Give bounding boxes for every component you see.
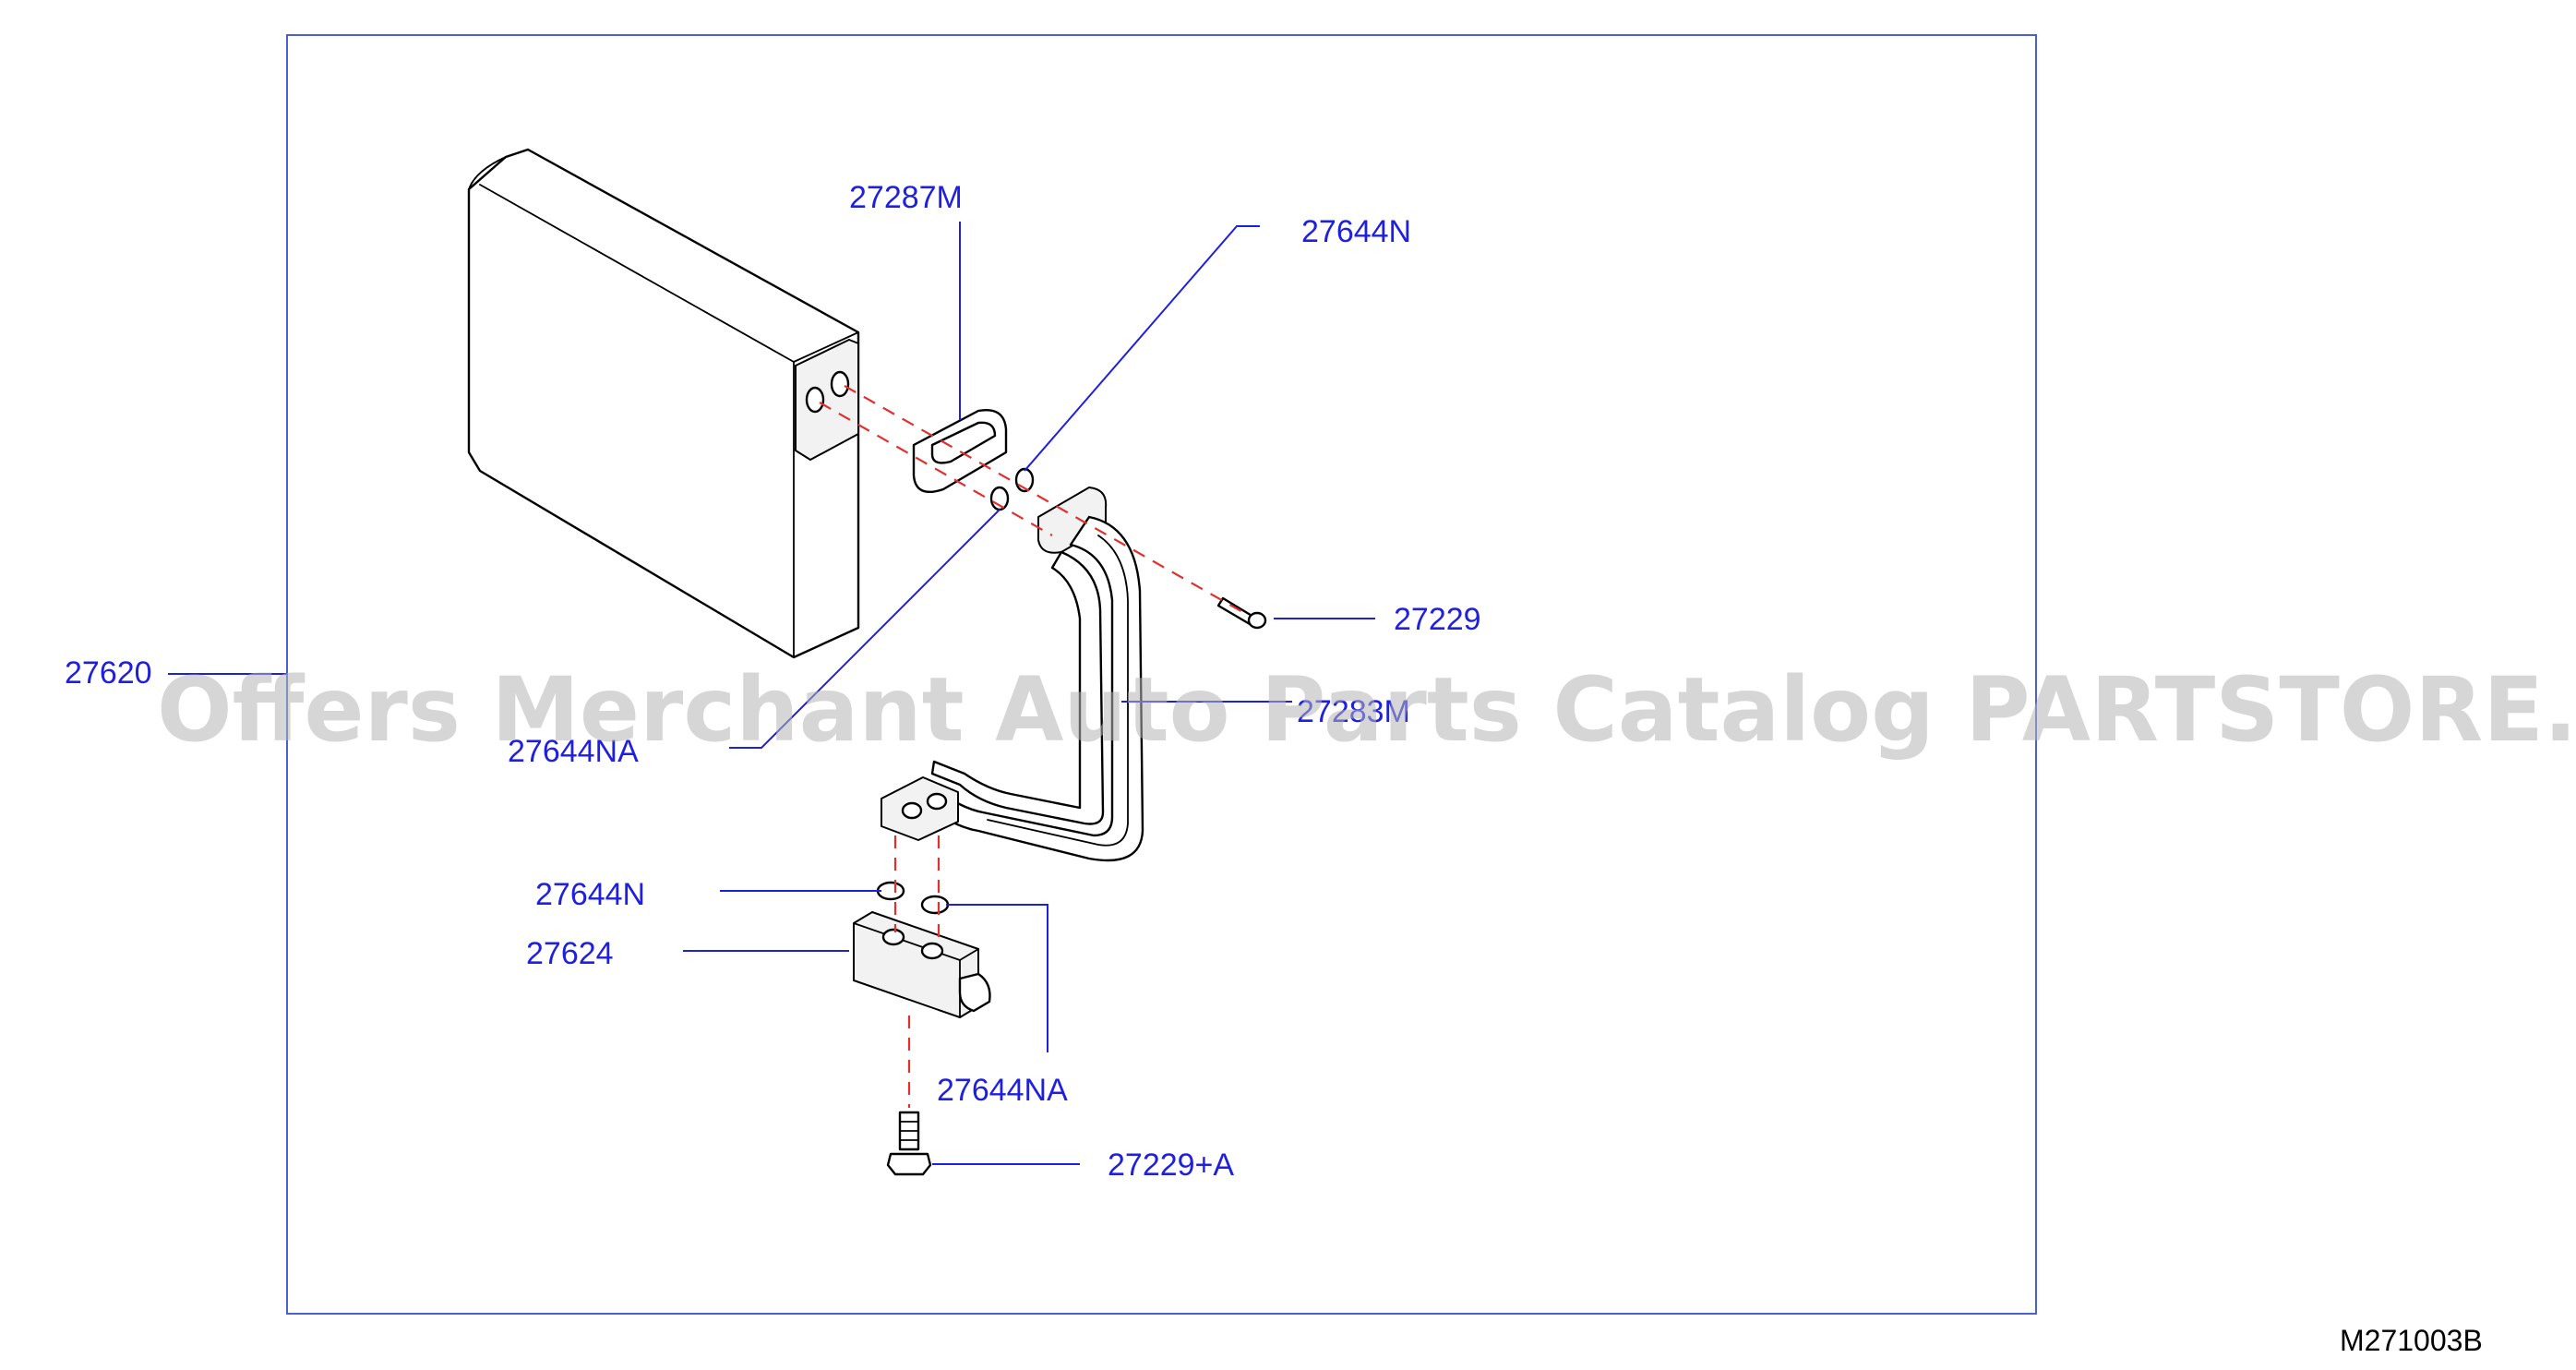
label-o-ring-valve-lower[interactable]: 27644NA — [937, 1073, 1068, 1108]
pipe-assembly[interactable] — [881, 487, 1144, 862]
label-o-ring-pipe-upper[interactable]: 27644N — [1301, 214, 1411, 249]
label-evaporator[interactable]: 27620 — [65, 655, 152, 691]
sheet-code: M271003B — [2340, 1324, 2483, 1357]
evaporator-core[interactable] — [467, 148, 860, 659]
expansion-valve[interactable] — [853, 911, 991, 1018]
label-pipe[interactable]: 27283M — [1297, 694, 1410, 729]
seal-gasket[interactable] — [912, 409, 1008, 494]
bolt-pipe[interactable] — [1216, 596, 1267, 630]
label-bolt-valve[interactable]: 27229+A — [1108, 1148, 1234, 1183]
leader-lines — [168, 222, 1375, 1165]
label-expansion-valve[interactable]: 27624 — [526, 936, 614, 971]
bolt-valve[interactable] — [886, 1111, 932, 1176]
watermark-text: Offers Merchant Auto Parts Catalog PARTS… — [157, 658, 2576, 762]
assembly-centerlines — [819, 385, 1247, 1108]
label-bolt-pipe[interactable]: 27229 — [1394, 602, 1481, 637]
o-ring-pair-lower[interactable] — [876, 881, 950, 915]
label-seal[interactable]: 27287M — [849, 180, 963, 215]
label-o-ring-pipe-lower[interactable]: 27644NA — [508, 734, 639, 769]
label-o-ring-valve-upper[interactable]: 27644N — [535, 877, 645, 912]
